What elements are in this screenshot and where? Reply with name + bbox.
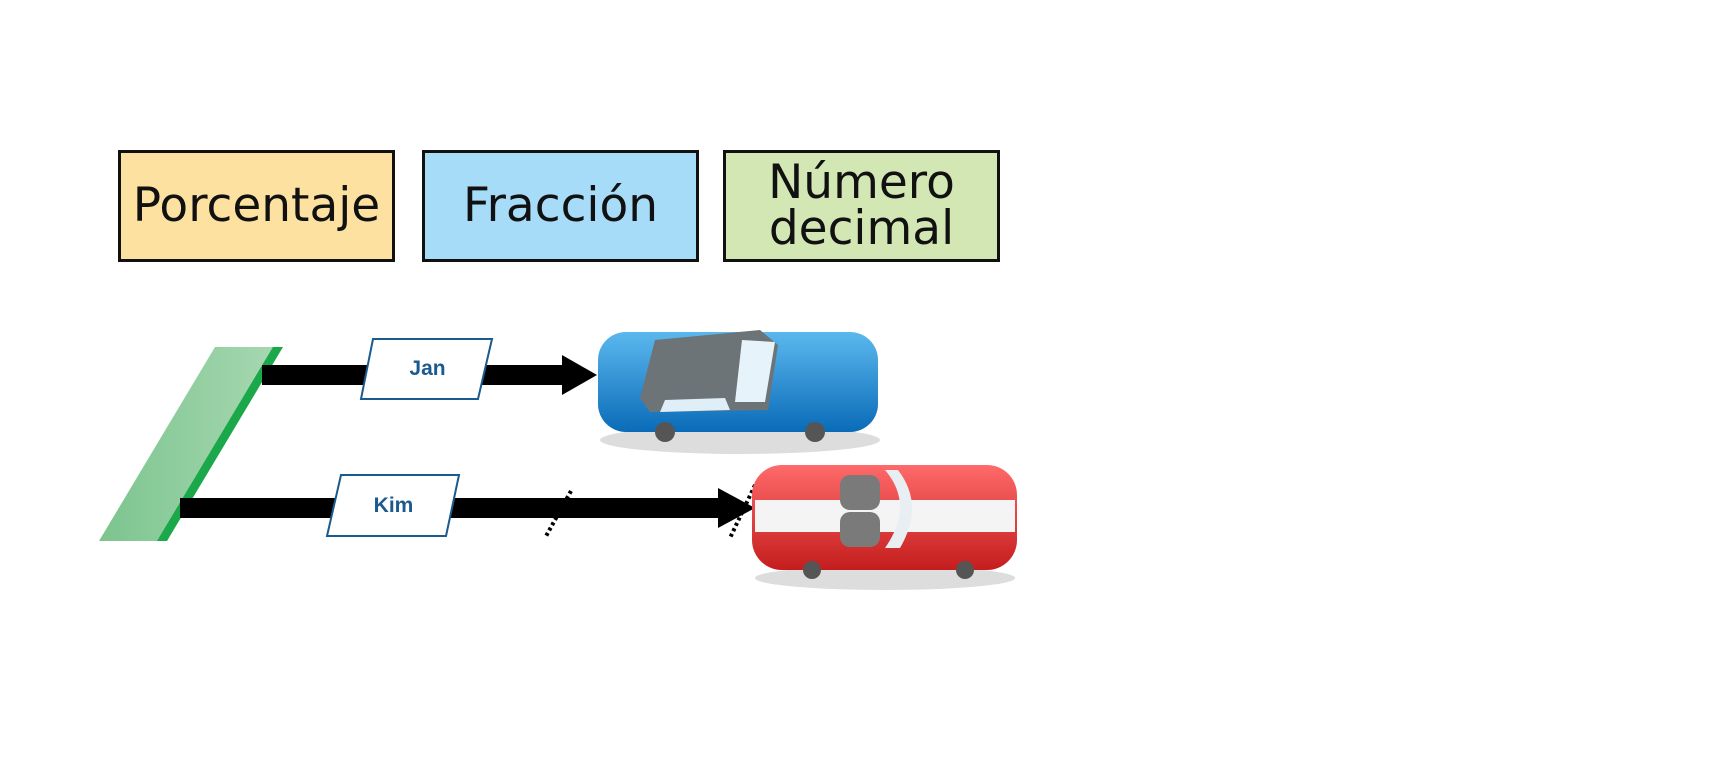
label-box-kim bbox=[325, 474, 461, 537]
tick-mark bbox=[543, 490, 573, 539]
arrow-kim bbox=[180, 488, 755, 528]
category-percentage: Porcentaje bbox=[118, 150, 395, 262]
category-label: Número decimal bbox=[768, 155, 955, 256]
blue-car-icon bbox=[598, 330, 880, 454]
start-line bbox=[99, 347, 283, 541]
red-car-icon bbox=[752, 465, 1017, 590]
label-box-jan bbox=[359, 338, 494, 400]
racer-label-kim: Kim bbox=[373, 493, 414, 517]
category-decimal: Número decimal bbox=[723, 150, 1000, 262]
category-fraction: Fracción bbox=[422, 150, 699, 262]
racer-label-jan: Jan bbox=[409, 357, 446, 380]
category-label: Porcentaje bbox=[132, 178, 381, 233]
tick-mark bbox=[728, 484, 757, 539]
category-label: Fracción bbox=[462, 178, 659, 233]
